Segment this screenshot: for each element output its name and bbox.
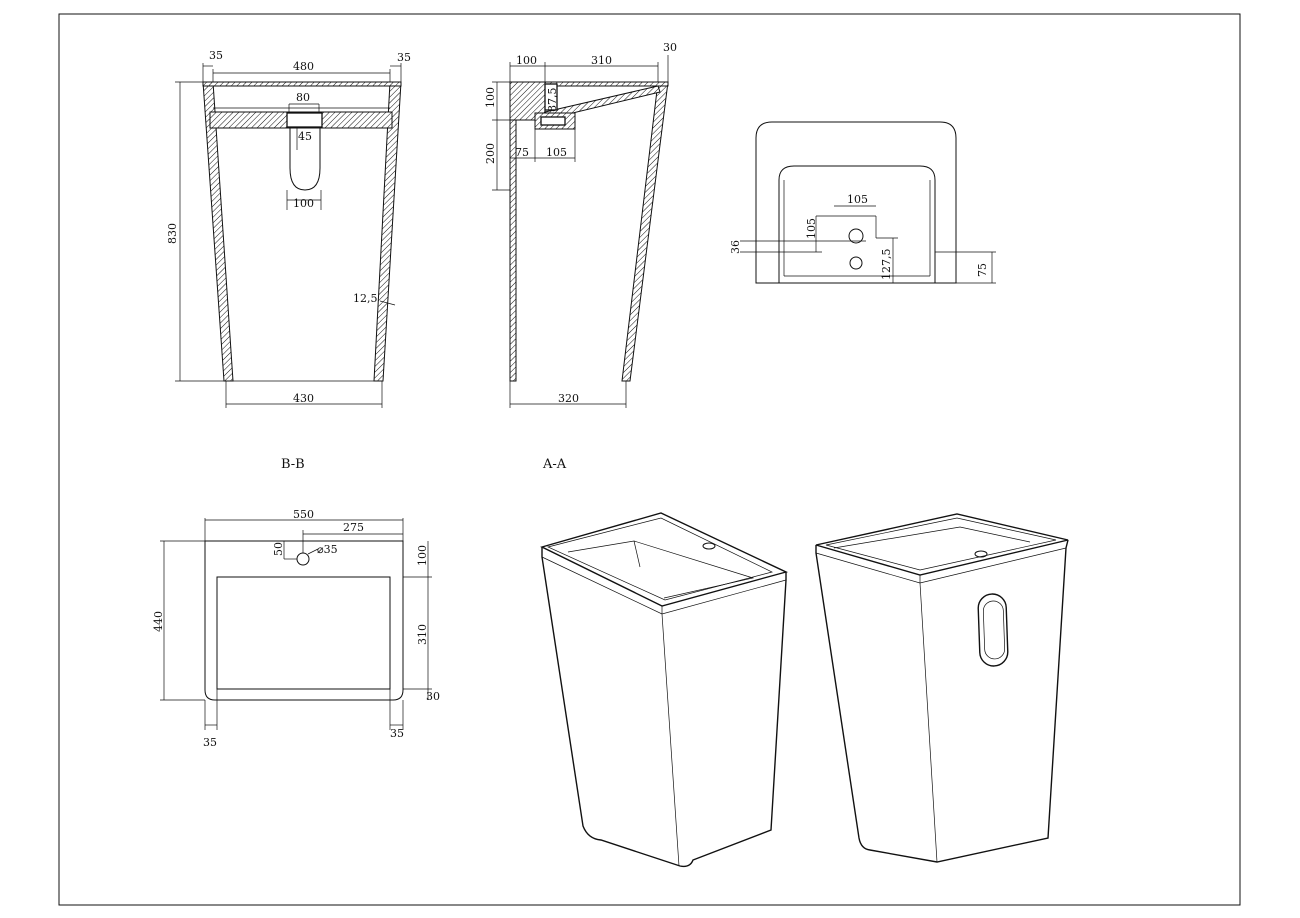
dim-side-rear-deck: 100 (516, 54, 537, 67)
dim-front-opening-width: 100 (293, 197, 314, 210)
dim-top-tap-hole: ⌀35 (317, 543, 338, 556)
top-outline (204, 540, 404, 701)
dim-rear-tap-spacing: 105 (847, 193, 868, 206)
rear-drain-hole (849, 256, 863, 270)
render1-tap-hole (702, 542, 716, 550)
rear-basin-outline (778, 165, 936, 283)
side-drain-channel (544, 83, 558, 111)
front-drain-pipe (289, 127, 321, 191)
dim-rear-drain-height: 127,5 (880, 249, 893, 281)
rear-tap-hole (848, 228, 864, 244)
top-tap-hole (296, 552, 310, 566)
dim-side-deck-height: 100 (484, 87, 497, 108)
section-label-aa: A-A (542, 457, 567, 472)
dim-top-tap-offset: 50 (272, 542, 285, 556)
rear-view: 105 105 36 127,5 75 (729, 121, 996, 284)
dim-front-wall-thickness: 12,5 (353, 292, 378, 305)
dim-side-front-wall: 30 (663, 41, 677, 54)
dim-front-right-wall: 35 (397, 51, 411, 64)
dim-side-lower-height: 200 (484, 143, 497, 164)
front-drain-body (286, 112, 323, 128)
dim-top-side-left: 35 (203, 736, 217, 749)
section-label-bb: B-B (281, 457, 305, 472)
side-drain-inner (540, 116, 566, 126)
render2-tap-hole (974, 550, 988, 558)
side-rear-wall (509, 81, 517, 382)
render2-access-opening (977, 593, 1009, 667)
drawing-border (58, 13, 1241, 906)
top-basin-outline (216, 576, 391, 690)
isometric-front-render (540, 512, 789, 868)
isometric-back-render (815, 513, 1069, 863)
dim-front-drain-width: 80 (296, 91, 310, 104)
dim-side-base-depth: 320 (558, 392, 579, 405)
dim-top-front-rim: 30 (426, 690, 440, 703)
dim-front-drain-depth: 45 (298, 130, 312, 143)
dim-side-pipe-length: 105 (546, 146, 567, 159)
top-view: 550 275 50 ⌀35 440 100 310 30 35 35 (152, 508, 440, 749)
dim-front-base-width: 430 (293, 392, 314, 405)
front-top-rim (202, 81, 402, 87)
dim-top-overall-depth: 440 (152, 611, 165, 632)
dim-rear-tap-height: 105 (805, 218, 818, 239)
dim-front-left-wall: 35 (209, 49, 223, 62)
dim-top-half-width: 275 (343, 521, 364, 534)
dim-top-side-right: 35 (390, 727, 404, 740)
dim-top-overall-width: 550 (293, 508, 314, 521)
dim-top-basin-depth: 310 (416, 624, 429, 645)
dim-side-basin-length: 310 (591, 54, 612, 67)
dim-rear-tap-diameter: 36 (729, 240, 742, 254)
dim-side-pipe-offset: 75 (515, 146, 529, 159)
dim-side-overflow: 87,5 (546, 88, 559, 113)
rear-outline (755, 121, 957, 284)
front-section-view: 35 480 35 80 45 100 830 12,5 430 B-B (166, 49, 411, 472)
dim-top-deck-depth: 100 (416, 545, 429, 566)
dim-front-inner-width: 480 (293, 60, 314, 73)
side-front-wall (621, 81, 669, 382)
dim-front-height: 830 (166, 223, 179, 244)
dim-rear-bottom-offset: 75 (976, 263, 989, 277)
side-section-view: 100 310 30 100 200 87,5 75 105 320 A-A (484, 41, 677, 472)
